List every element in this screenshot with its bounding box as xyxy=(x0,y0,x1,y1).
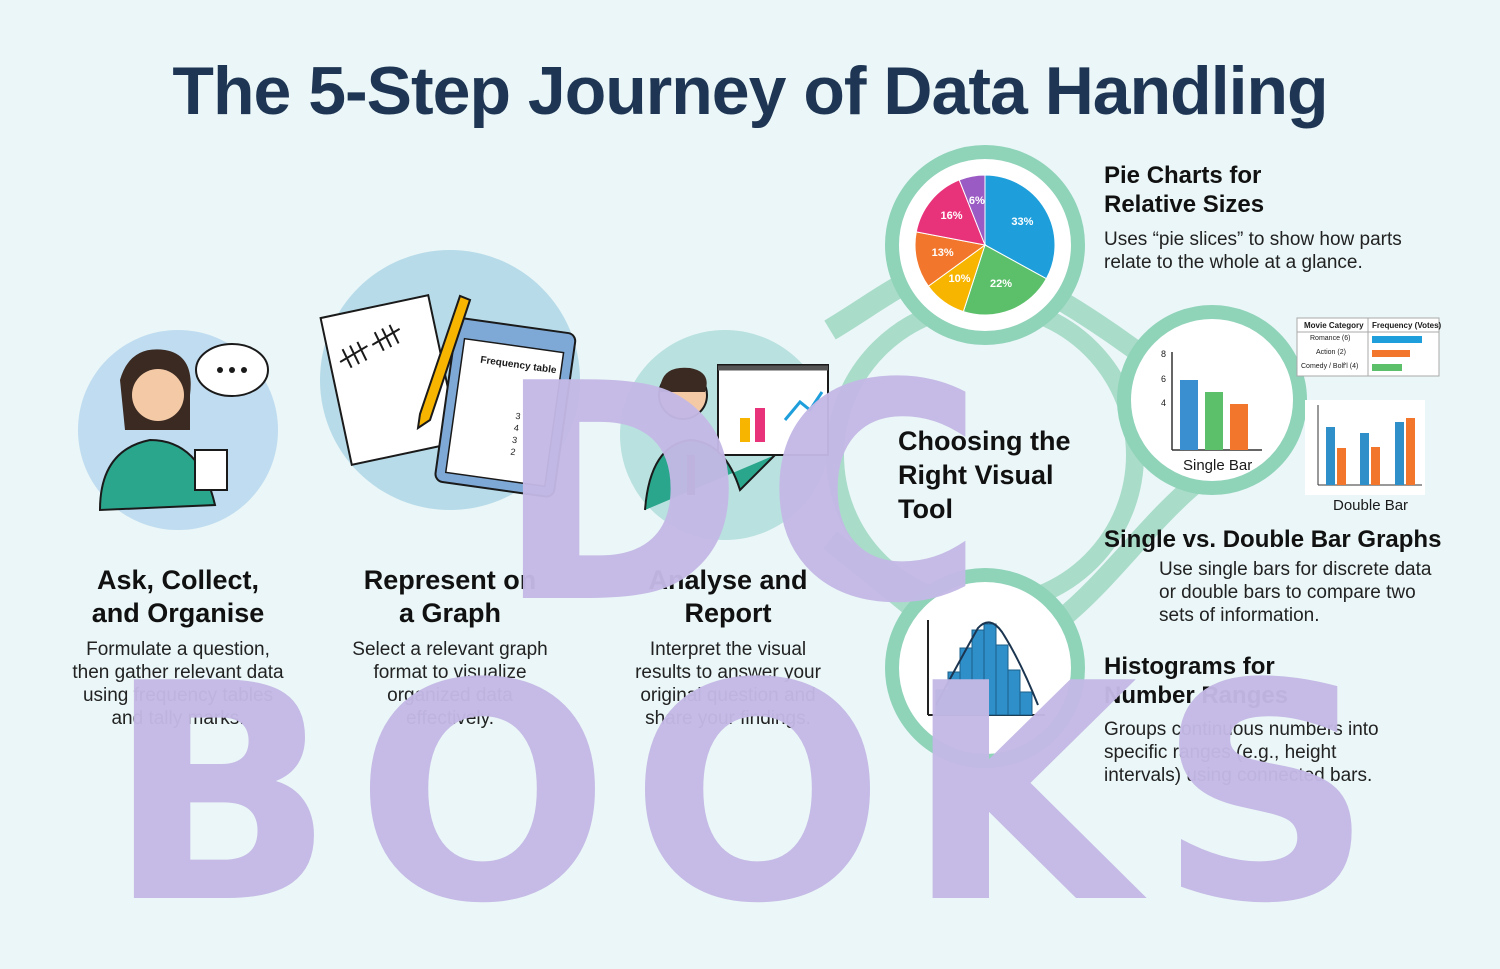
bar-section-description: Use single bars for discrete data or dou… xyxy=(1159,558,1489,627)
pie-slice-label: 16% xyxy=(940,210,963,223)
step2-description: Select a relevant graph format to visual… xyxy=(310,638,590,730)
hist-title-line: Histograms for xyxy=(1104,653,1275,680)
pie-title-line: Pie Charts for xyxy=(1104,162,1262,189)
pie-slice xyxy=(958,174,986,246)
pie-desc-line: Uses “pie slices” to show how parts xyxy=(1104,229,1402,250)
step1-title-line: and Organise xyxy=(91,598,265,628)
single-bar-label: Single Bar xyxy=(1183,457,1253,474)
bar-desc-line: or double bars to compare two xyxy=(1159,582,1416,603)
pie-section-title: Pie Charts for Relative Sizes xyxy=(1104,161,1484,219)
pie-slice xyxy=(984,174,1056,280)
presenter-illustration xyxy=(644,364,829,511)
step2-title-line: a Graph xyxy=(398,598,502,628)
hub-title-line: Choosing the xyxy=(898,426,1071,456)
pie-slice xyxy=(914,231,987,287)
hub-title: Choosing the Right Visual Tool xyxy=(898,424,1108,526)
step3-desc-line: original question and xyxy=(640,685,816,706)
bar-tick: 8 xyxy=(1161,349,1167,359)
single-bar-illustration xyxy=(1171,352,1262,451)
step3-description: Interpret the visual results to answer y… xyxy=(588,638,868,730)
mini-table-row: Action (2) xyxy=(1316,349,1346,356)
step2-title: Represent on a Graph xyxy=(320,564,580,630)
step3-desc-line: share your findings. xyxy=(645,708,811,729)
step2-desc-line: Select a relevant graph xyxy=(352,639,548,660)
step3-desc-line: Interpret the visual xyxy=(649,639,807,660)
hub-title-line: Right Visual Tool xyxy=(898,460,1054,524)
step1-desc-line: Formulate a question, xyxy=(86,639,270,660)
step1-title-line: Ask, Collect, xyxy=(96,565,260,595)
step1-desc-line: then gather relevant data xyxy=(72,662,284,683)
double-bar-label: Double Bar xyxy=(1333,497,1409,514)
step3-title-line: Analyse and xyxy=(648,565,808,595)
pie-section-description: Uses “pie slices” to show how parts rela… xyxy=(1104,228,1484,274)
infographic-canvas: The 5-Step Journey of Data Handling 33% 2… xyxy=(38,53,1489,945)
mini-table-row: Romance (6) xyxy=(1310,335,1351,342)
mini-table-header: Movie Category xyxy=(1304,321,1364,330)
histogram-illustration xyxy=(927,620,1045,716)
step1-title: Ask, Collect, and Organise xyxy=(48,564,308,630)
bar-tick: 6 xyxy=(1161,374,1167,384)
step2-desc-line: organized data xyxy=(387,685,513,706)
step2-desc-line: effectively. xyxy=(405,708,494,729)
mini-table-row: Comedy / Bolf'l (4) xyxy=(1301,363,1359,370)
pie-slice-label: 22% xyxy=(989,278,1012,291)
mini-table-header: Frequency (Votes) xyxy=(1372,321,1442,330)
pie-slice-label: 6% xyxy=(968,195,985,208)
hist-desc-line: Groups continuous numbers into xyxy=(1104,719,1379,740)
pie-slice-label: 33% xyxy=(1011,215,1034,228)
step2-title-line: Represent on xyxy=(363,565,537,595)
step1-description: Formulate a question, then gather releva… xyxy=(38,638,318,730)
background-illustration xyxy=(78,145,1440,768)
bar-tick: 4 xyxy=(1161,398,1167,408)
step3-title: Analyse and Report xyxy=(598,564,858,630)
hist-title-line: Number Ranges xyxy=(1104,682,1289,709)
step3-title-line: Report xyxy=(684,598,772,628)
tally-notebook-illustration xyxy=(319,294,577,498)
pie-slice-label: 10% xyxy=(948,273,971,286)
bar-desc-line: sets of information. xyxy=(1159,605,1320,626)
hist-desc-line: specific ranges (e.g., height xyxy=(1104,742,1337,763)
pie-desc-line: relate to the whole at a glance. xyxy=(1104,252,1363,273)
page-title: The 5-Step Journey of Data Handling xyxy=(172,53,1328,129)
connector-path xyxy=(1053,472,1207,628)
bar-section-title: Single vs. Double Bar Graphs xyxy=(1104,526,1442,553)
pie-chart xyxy=(914,174,1056,316)
step2-desc-line: format to visualize xyxy=(373,662,527,683)
person-with-notepad-illustration xyxy=(98,343,269,512)
step1-desc-line: and tally marks. xyxy=(111,708,245,729)
pie-slice xyxy=(962,244,1048,316)
pie-slice xyxy=(915,179,986,246)
pie-slice-label: 13% xyxy=(931,247,954,260)
hist-desc-line: intervals) using connected bars. xyxy=(1104,765,1373,786)
hist-section-title: Histograms for Number Ranges xyxy=(1104,652,1484,710)
step1-desc-line: using frequency tables xyxy=(82,685,274,706)
pie-title-line: Relative Sizes xyxy=(1104,191,1265,218)
step3-desc-line: results to answer your xyxy=(635,662,821,683)
hist-section-description: Groups continuous numbers into specific … xyxy=(1104,718,1484,787)
bar-desc-line: Use single bars for discrete data xyxy=(1159,559,1432,580)
